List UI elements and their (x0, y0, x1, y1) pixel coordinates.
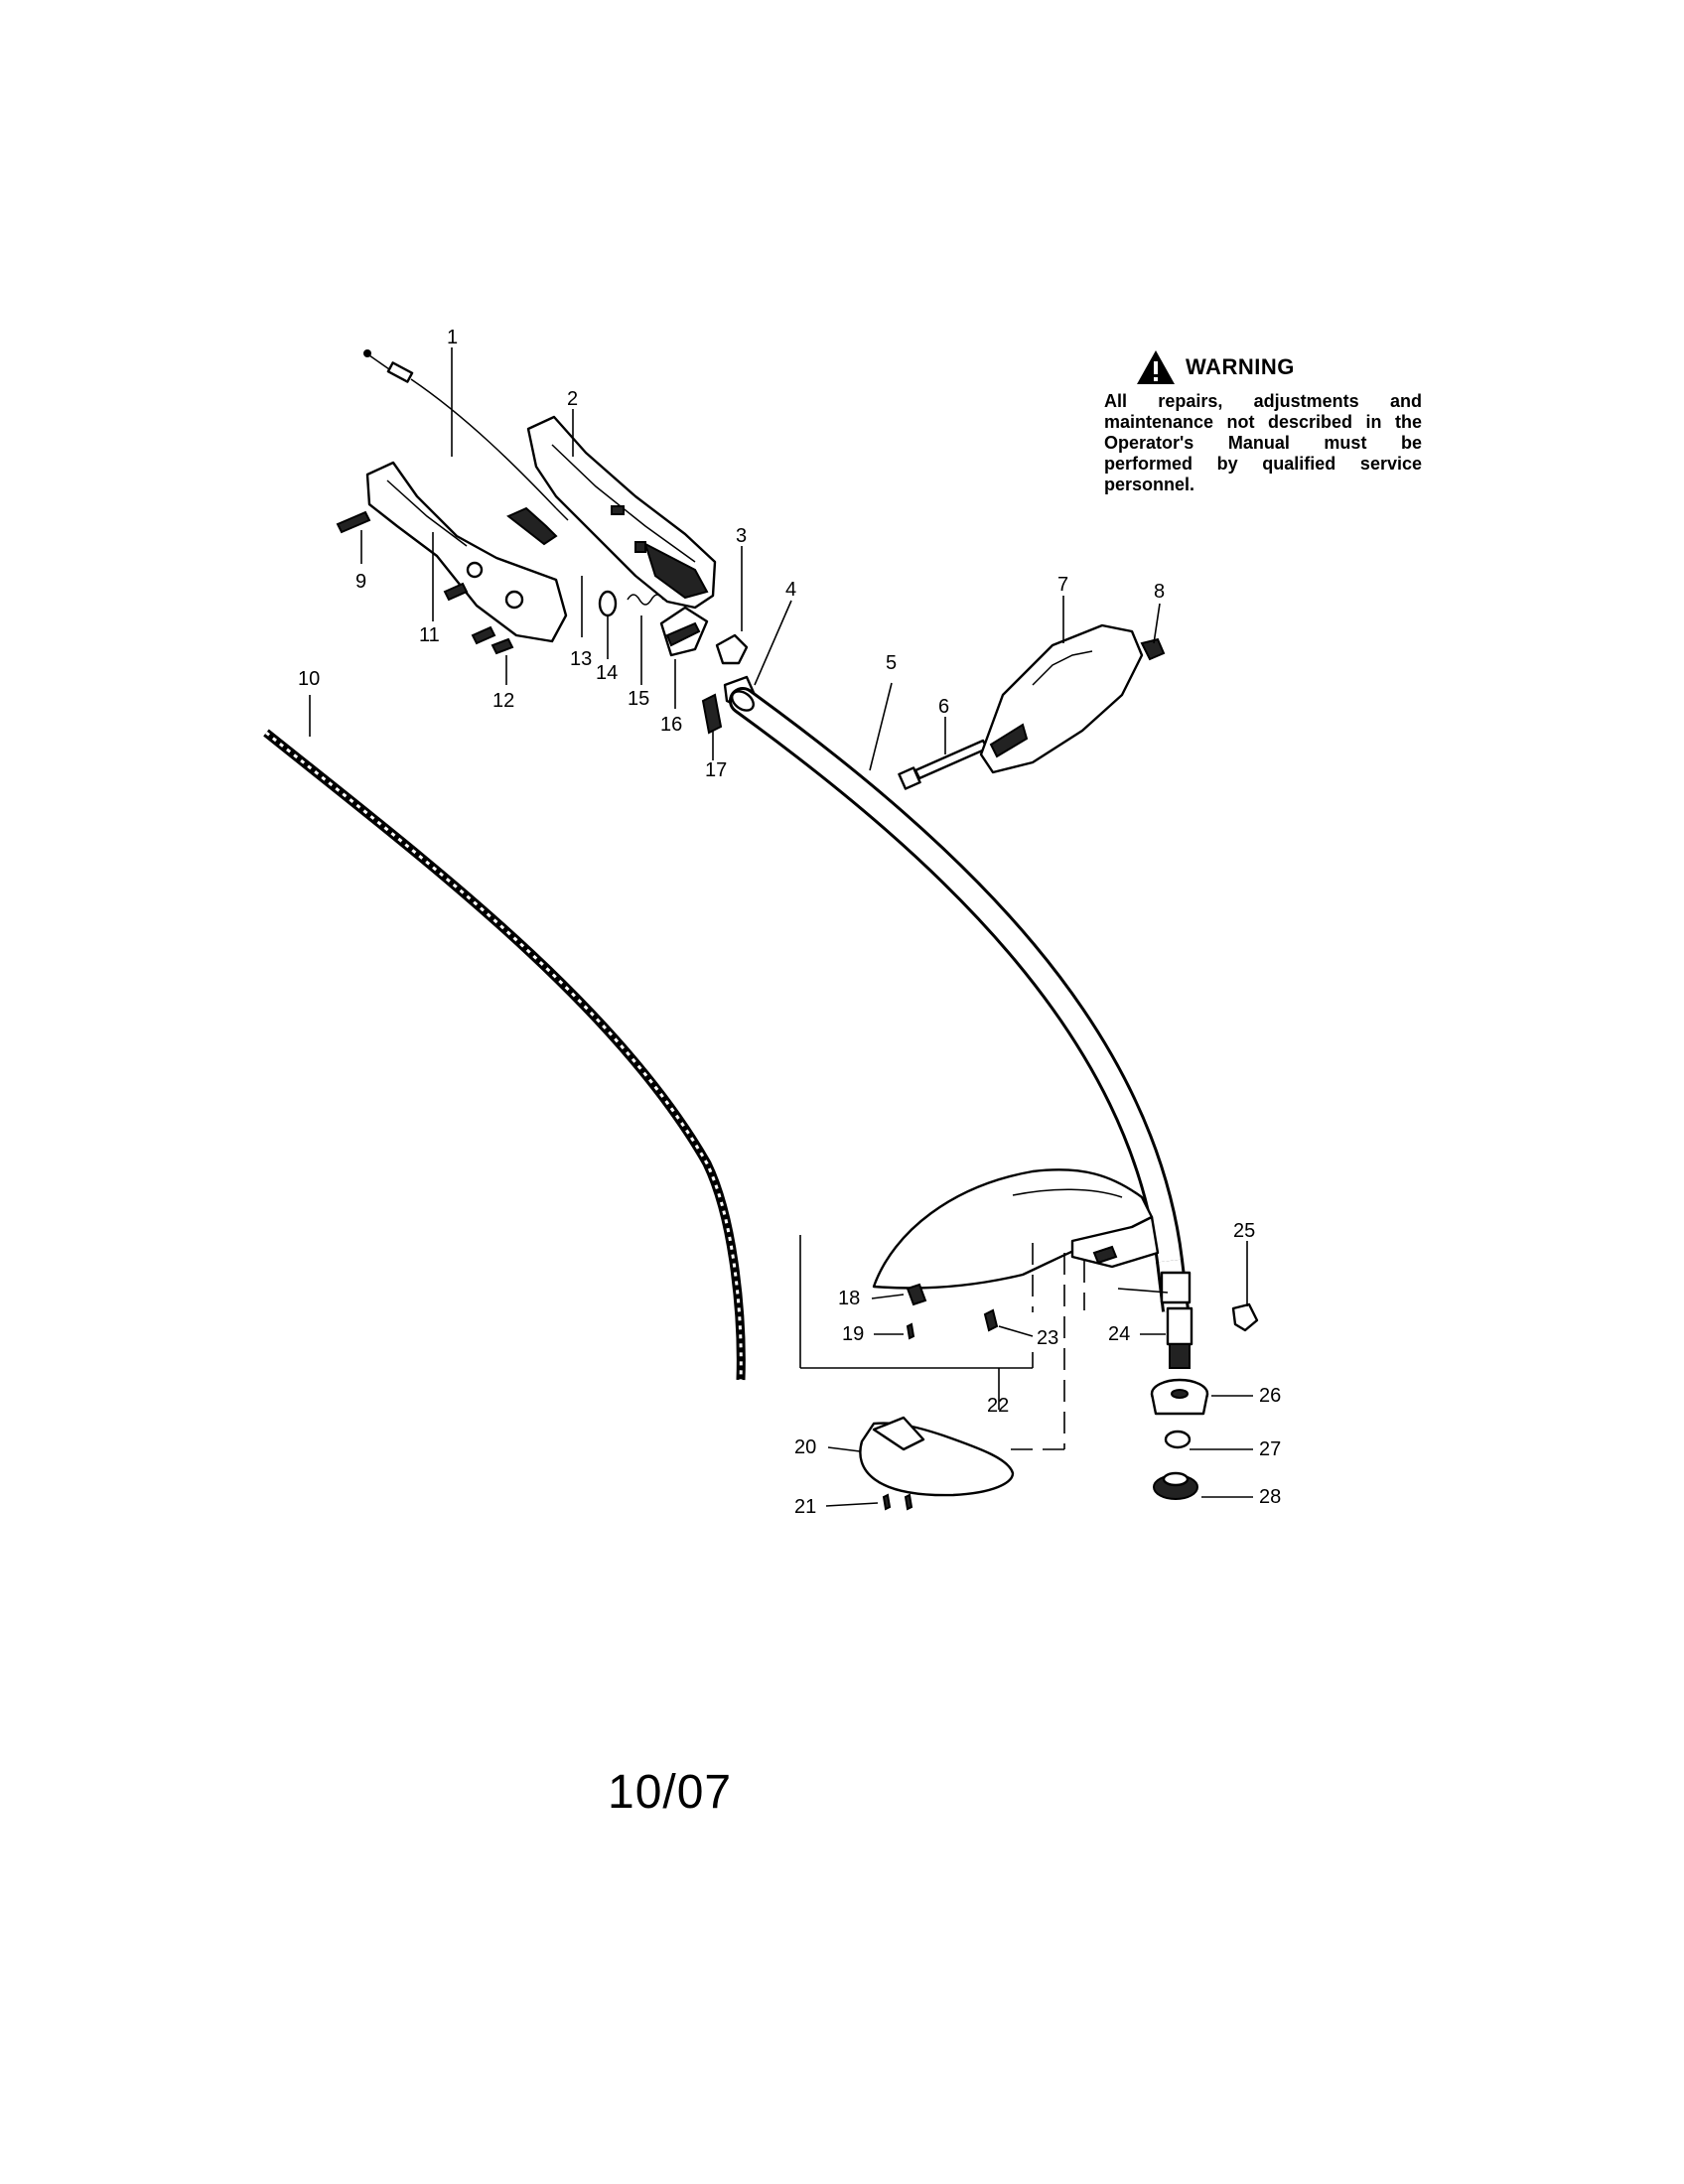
callout-20: 20 (794, 1436, 816, 1458)
part-15-spring (627, 594, 664, 606)
callout-10: 10 (298, 668, 320, 690)
part-21-screws (882, 1493, 913, 1511)
callout-28: 28 (1259, 1486, 1281, 1508)
callout-21: 21 (794, 1496, 816, 1518)
part-14-ring (598, 590, 618, 617)
callout-6: 6 (938, 696, 949, 718)
callout-7: 7 (1057, 574, 1068, 596)
part-13-throttle-trigger (506, 506, 558, 546)
callout-18: 18 (838, 1288, 860, 1309)
callout-13: 13 (570, 648, 592, 670)
warning-notice: WARNING All repairs, adjustments and mai… (1104, 349, 1422, 495)
part-1-throttle-cable (363, 349, 569, 521)
warning-triangle-icon (1137, 350, 1175, 384)
part-26-spool-housing (1150, 1378, 1209, 1416)
callout-27: 27 (1259, 1438, 1281, 1460)
callout-1: 1 (447, 327, 458, 348)
callout-2: 2 (567, 388, 578, 410)
part-3-bracket (715, 633, 749, 665)
part-12-screws (443, 582, 514, 655)
warning-text: All repairs, adjustments and maintenance… (1104, 391, 1422, 494)
callout-12: 12 (492, 690, 514, 712)
part-25-wing-nut (1231, 1302, 1259, 1332)
date-code: 10/07 (608, 1766, 733, 1819)
part-23-screw (983, 1308, 999, 1332)
callout-25: 25 (1233, 1220, 1255, 1242)
part-10-flex-drive-shaft (263, 729, 746, 1381)
callout-3: 3 (736, 525, 747, 547)
callout-23: 23 (1037, 1327, 1058, 1349)
callout-22: 22 (987, 1395, 1009, 1417)
callout-8: 8 (1154, 581, 1165, 603)
part-24-coupler (1160, 1271, 1193, 1369)
callout-15: 15 (628, 688, 649, 710)
part-8-nut (1140, 637, 1166, 661)
callout-numbers: 1 2 3 4 5 6 7 8 9 10 11 12 13 14 15 16 1… (298, 327, 1281, 1518)
part-22-guard-assembly (872, 1168, 1160, 1290)
part-9-screw (336, 510, 371, 534)
part-18-clip (906, 1283, 927, 1306)
part-28-spool-cap (1153, 1471, 1198, 1500)
callout-9: 9 (355, 571, 366, 593)
part-11-handle-housing-left (365, 461, 568, 643)
part-7-assist-handle (979, 623, 1144, 774)
callout-24: 24 (1108, 1323, 1130, 1345)
part-2-handle-housing-right (526, 415, 717, 610)
callout-26: 26 (1259, 1385, 1281, 1407)
part-17-screw (701, 693, 723, 735)
callout-17: 17 (705, 759, 727, 781)
callout-4: 4 (785, 579, 796, 601)
callout-14: 14 (596, 662, 618, 684)
part-27-washer (1164, 1430, 1192, 1449)
callout-11: 11 (419, 624, 440, 646)
callout-5: 5 (886, 652, 897, 674)
warning-title: WARNING (1186, 354, 1295, 379)
callout-16: 16 (660, 714, 682, 736)
leader-lines (309, 347, 1253, 1507)
callout-19: 19 (842, 1323, 864, 1345)
warning-header: WARNING (1136, 349, 1422, 385)
part-20-guard-plate (859, 1416, 1015, 1497)
part-16-clamp (659, 606, 709, 657)
part-19-screw (906, 1322, 915, 1340)
part-6-bolt (898, 739, 989, 790)
